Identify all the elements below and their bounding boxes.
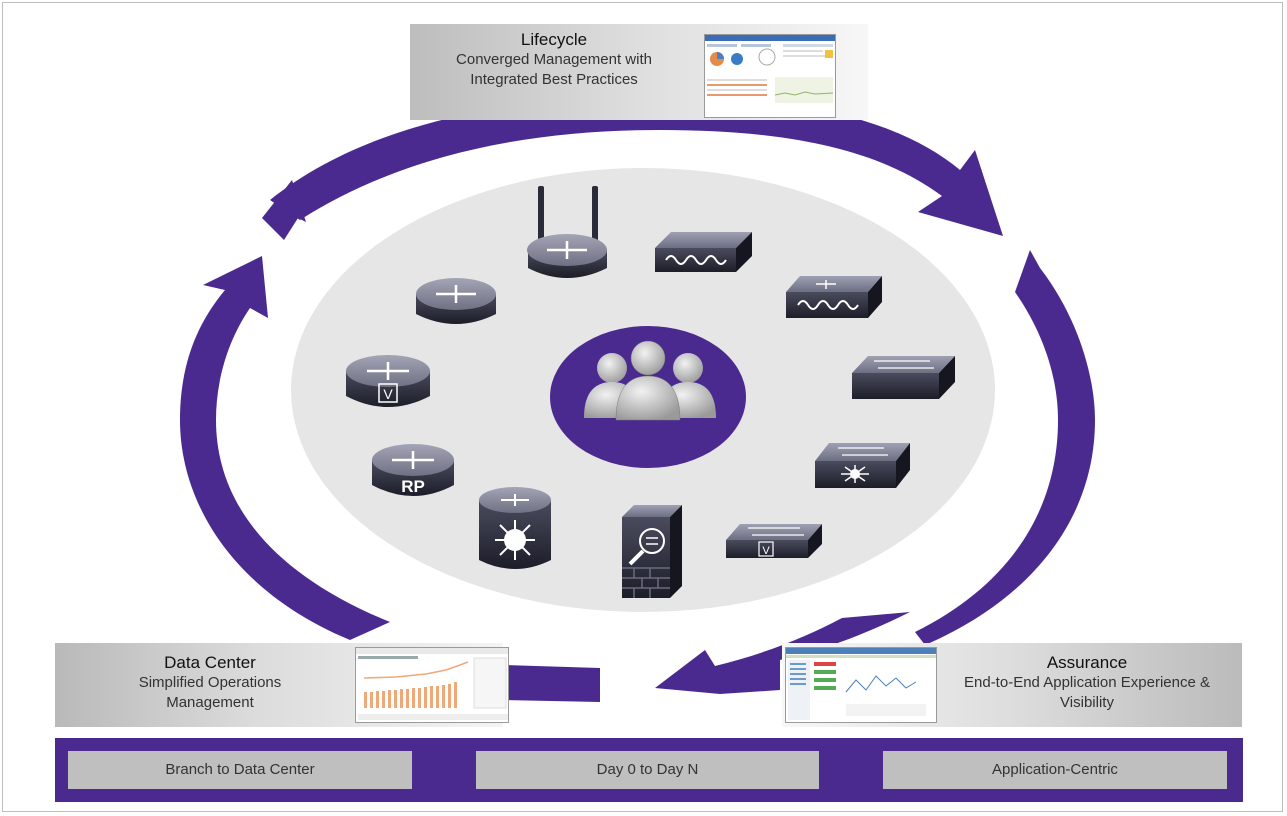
atm-switch-icon <box>655 232 752 272</box>
assurance-dashboard-graphic <box>786 648 936 720</box>
lifecycle-title: Lifecycle <box>520 30 588 49</box>
arrow-top <box>270 96 1003 236</box>
assurance-description: End-to-End Application Experience & Visi… <box>964 674 1210 711</box>
assurance-panel: Assurance End-to-End Application Experie… <box>782 643 1242 727</box>
bottom-bar-item-branch: Branch to Data Center <box>68 751 412 789</box>
arrow-left <box>180 256 390 640</box>
data-center-title: Data Center <box>164 653 256 672</box>
arrow-upper-left <box>262 180 306 240</box>
assurance-title: Assurance <box>1046 653 1128 672</box>
data-center-chart-graphic <box>356 648 508 720</box>
lifecycle-description: Converged Management with Integrated Bes… <box>456 51 652 88</box>
data-center-screenshot-thumbnail <box>355 647 509 723</box>
firewall-icon <box>622 505 682 598</box>
bottom-bar: Branch to Data Center Day 0 to Day N App… <box>55 738 1243 802</box>
layer3-switch-icon <box>479 487 551 569</box>
user-group-icon <box>584 340 716 421</box>
rp-router-icon: RP <box>372 444 454 496</box>
virtual-router-label: V <box>383 386 393 402</box>
data-center-description: Simplified Operations Management <box>138 674 282 711</box>
layer2-switch-icon <box>852 356 955 399</box>
core-switch-icon <box>815 443 910 488</box>
bottom-bar-item-lifecycle-days: Day 0 to Day N <box>476 751 819 789</box>
arrow-right <box>915 250 1095 645</box>
lifecycle-screenshot-thumbnail <box>704 34 836 118</box>
router-icon <box>416 278 496 324</box>
lifecycle-dashboard-graphic <box>705 35 835 103</box>
virtual-switch-label: V <box>762 545 770 557</box>
bottom-bar-item-application: Application-Centric <box>883 751 1227 789</box>
assurance-screenshot-thumbnail <box>785 647 937 723</box>
arrow-bottom-left <box>505 665 600 702</box>
data-center-panel: Data Center Simplified Operations Manage… <box>55 643 509 727</box>
virtual-switch-icon: V <box>726 524 822 558</box>
virtual-router-icon: V <box>346 355 430 407</box>
lifecycle-panel: Lifecycle Converged Management with Inte… <box>410 24 868 120</box>
wireless-router-icon <box>527 186 607 278</box>
rp-label: RP <box>401 477 425 496</box>
atm-router-switch-icon <box>786 276 882 318</box>
